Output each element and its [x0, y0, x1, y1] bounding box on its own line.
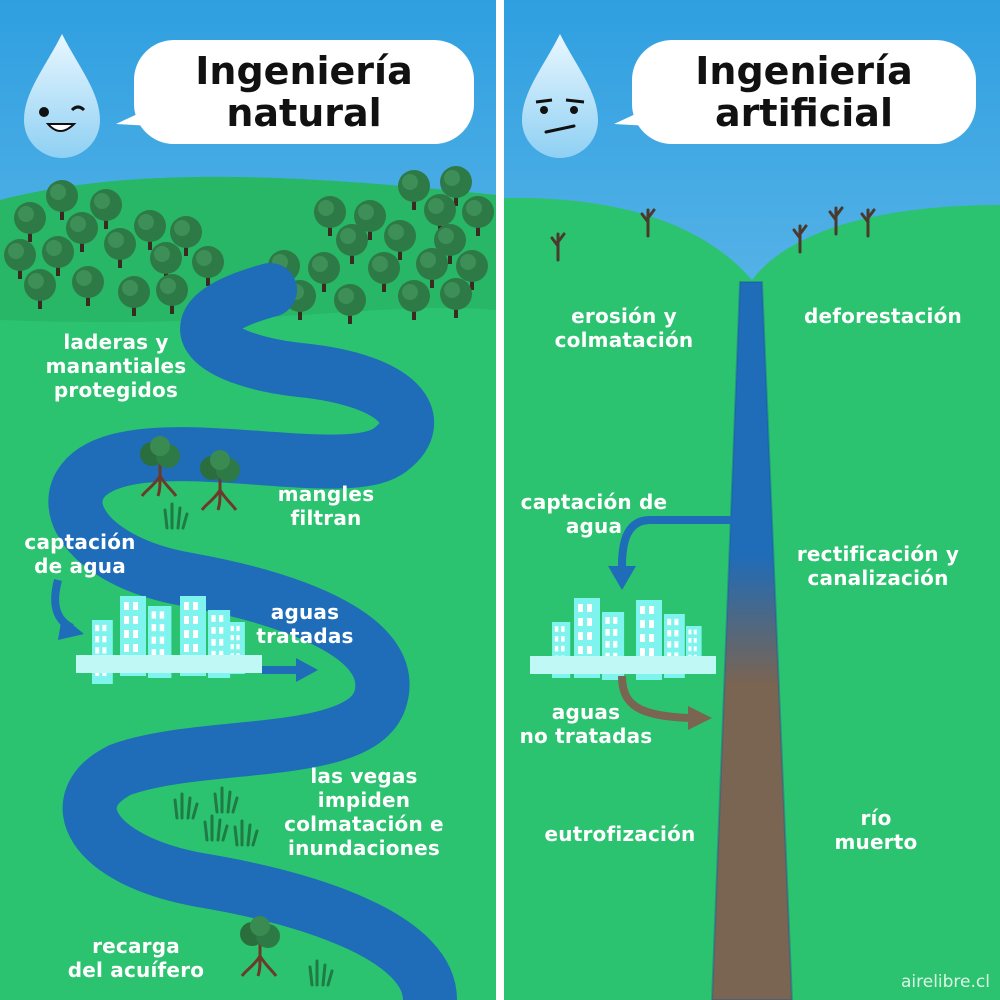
label-floodplains: las vegas impiden colmatación e inundaci… — [284, 764, 444, 860]
label-aquifer-recharge: recarga del acuífero — [67, 934, 205, 982]
label-deforestation: deforestación — [803, 304, 962, 328]
label-channelization: rectificación y canalización — [796, 542, 960, 590]
city-left — [76, 596, 262, 684]
label-treated-water: aguas tratadas — [256, 600, 354, 648]
label-erosion: erosión y colmatación — [554, 304, 694, 352]
untreated-water-arrow — [618, 675, 691, 722]
right-title: Ingeniería artificial — [695, 49, 913, 135]
speech-bubble-left — [116, 40, 474, 144]
speech-bubble-right — [614, 40, 976, 144]
intake-arrow-right — [618, 516, 738, 567]
city-right — [530, 598, 716, 680]
label-protected-slopes: laderas y manantiales protegidos — [45, 330, 187, 402]
meandering-river — [48, 263, 457, 1000]
label-untreated-water: aguas no tratadas — [519, 700, 653, 748]
label-water-intake-left: captación de agua — [24, 530, 136, 578]
canalized-channel — [712, 282, 792, 1000]
label-eutrophication: eutrofización — [544, 822, 696, 846]
left-panel — [0, 0, 496, 1000]
happy-water-drop-icon — [24, 34, 100, 158]
label-water-intake-right: captación de agua — [520, 490, 668, 538]
panel-divider — [496, 0, 504, 1000]
credit-text: airelibre.cl — [900, 972, 990, 992]
left-title: Ingeniería natural — [195, 49, 413, 135]
label-mangroves-filter: mangles filtran — [277, 482, 375, 530]
skeptical-water-drop-icon — [522, 34, 598, 158]
label-dead-river: río muerto — [834, 806, 918, 854]
right-panel — [504, 0, 1000, 1000]
